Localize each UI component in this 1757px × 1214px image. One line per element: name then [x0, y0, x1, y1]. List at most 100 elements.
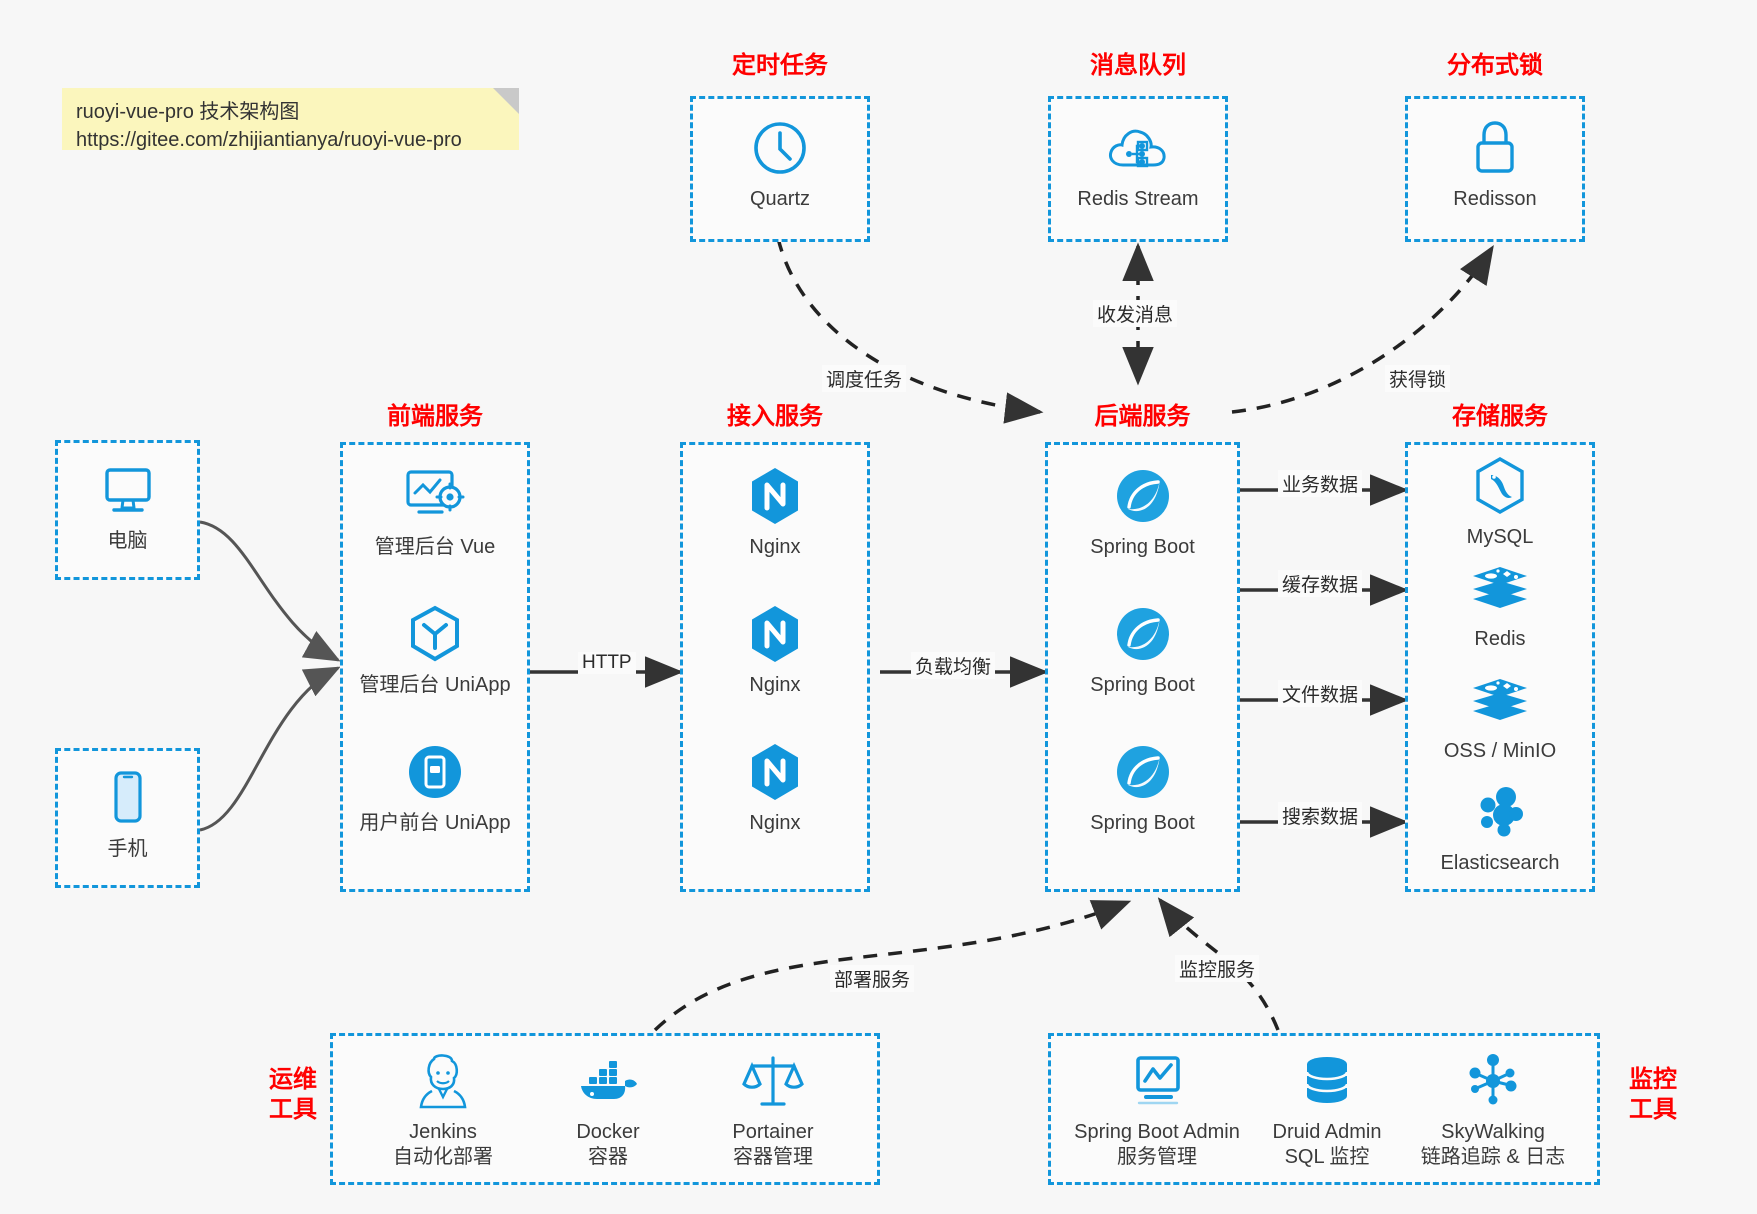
node-label: 管理后台 Vue [374, 536, 496, 558]
group-title-backend: 后端服务 [1094, 403, 1191, 430]
uniapp-cube-icon [343, 603, 527, 665]
node-sublabel: 容器管理 [733, 1146, 813, 1168]
node-redis-stream[interactable]: Redis Stream [1051, 117, 1225, 212]
group-title-scheduled-task: 定时任务 [732, 52, 828, 79]
node-label: Jenkins [409, 1121, 477, 1143]
node-springboot-3[interactable]: Spring Boot [1048, 741, 1237, 836]
nginx-icon [683, 741, 867, 803]
node-quartz[interactable]: Quartz [693, 117, 867, 212]
node-springboot-2[interactable]: Spring Boot [1048, 603, 1237, 698]
group-title-monitor-line1: 监控 [1629, 1066, 1677, 1093]
edge-label-file-data: 文件数据 [1278, 680, 1363, 707]
node-sublabel: 容器 [588, 1146, 628, 1168]
node-redisson[interactable]: Redisson [1408, 117, 1582, 212]
node-label: 用户前台 UniApp [359, 812, 511, 834]
group-title-message-queue: 消息队列 [1090, 52, 1186, 79]
edge-label-acquire-lock: 获得锁 [1385, 365, 1451, 392]
node-label: Spring Boot [1090, 536, 1195, 558]
node-docker[interactable]: Docker 容器 [508, 1050, 708, 1170]
edge-label-cache-data: 缓存数据 [1278, 570, 1363, 597]
node-admin-uniapp[interactable]: 管理后台 UniApp [343, 603, 527, 698]
group-message-queue[interactable]: Redis Stream [1048, 96, 1228, 242]
node-label: SkyWalking [1441, 1121, 1545, 1143]
clock-icon [693, 117, 867, 179]
node-label: 电脑 [107, 530, 148, 552]
node-phone[interactable]: 手机 [58, 767, 197, 862]
group-title-distributed-lock: 分布式锁 [1447, 52, 1543, 79]
oss-icon [1408, 669, 1592, 731]
mobile-icon [58, 767, 197, 829]
skywalking-nodes-icon [1393, 1050, 1593, 1112]
node-sublabel: 服务管理 [1117, 1146, 1197, 1168]
edge-label-schedule-task: 调度任务 [822, 365, 907, 392]
desktop-icon [58, 459, 197, 521]
group-computer[interactable]: 电脑 [55, 440, 200, 580]
node-label: Spring Boot Admin [1074, 1121, 1240, 1143]
group-title-devops-line1: 运维 [269, 1066, 317, 1093]
node-sublabel: 自动化部署 [393, 1146, 493, 1168]
lock-icon [1408, 117, 1582, 179]
spring-boot-icon [1048, 465, 1237, 527]
node-label: Redis [1474, 628, 1526, 650]
monitor-chart-icon [1057, 1050, 1257, 1112]
database-icon [1227, 1050, 1427, 1112]
group-backend[interactable]: Spring Boot Spring Boot Spring Boot [1045, 442, 1240, 892]
group-title-frontend: 前端服务 [387, 403, 483, 430]
group-title-storage: 存储服务 [1452, 403, 1548, 430]
mysql-icon [1408, 455, 1592, 517]
group-title-devops-line2: 工具 [269, 1096, 317, 1123]
group-monitor[interactable]: Spring Boot Admin 服务管理 [1048, 1033, 1600, 1185]
edge-label-send-receive-message: 收发消息 [1093, 300, 1178, 327]
node-elasticsearch[interactable]: Elasticsearch [1408, 781, 1592, 876]
group-devops[interactable]: Jenkins 自动化部署 Docker 容器 [330, 1033, 880, 1185]
node-springboot-1[interactable]: Spring Boot [1048, 465, 1237, 560]
node-label: Spring Boot [1090, 674, 1195, 696]
node-druid-admin[interactable]: Druid Admin SQL 监控 [1227, 1050, 1427, 1170]
edge-label-deploy-service: 部署服务 [830, 965, 915, 992]
node-label: Elasticsearch [1440, 852, 1560, 874]
node-label: Nginx [749, 536, 801, 558]
elasticsearch-icon [1408, 781, 1592, 843]
portainer-scales-icon [673, 1050, 873, 1112]
cloud-network-icon [1051, 117, 1225, 179]
node-redis[interactable]: Redis [1408, 557, 1592, 652]
group-frontend[interactable]: 管理后台 Vue 管理后台 UniApp 用户前台 UniApp [340, 442, 530, 892]
node-sublabel: 链路追踪 & 日志 [1420, 1146, 1566, 1168]
node-mysql[interactable]: MySQL [1408, 455, 1592, 550]
group-phone[interactable]: 手机 [55, 748, 200, 888]
node-portainer[interactable]: Portainer 容器管理 [673, 1050, 873, 1170]
node-jenkins[interactable]: Jenkins 自动化部署 [343, 1050, 543, 1170]
node-sublabel: SQL 监控 [1284, 1146, 1370, 1168]
group-gateway[interactable]: Nginx Nginx Nginx [680, 442, 870, 892]
node-spring-boot-admin[interactable]: Spring Boot Admin 服务管理 [1057, 1050, 1257, 1170]
node-nginx-2[interactable]: Nginx [683, 603, 867, 698]
node-label: OSS / MinIO [1443, 740, 1557, 762]
node-label: Docker [576, 1121, 640, 1143]
group-distributed-lock[interactable]: Redisson [1405, 96, 1585, 242]
node-skywalking[interactable]: SkyWalking 链路追踪 & 日志 [1393, 1050, 1593, 1170]
node-nginx-3[interactable]: Nginx [683, 741, 867, 836]
group-title-monitor: 监控 工具 [1618, 1065, 1688, 1125]
node-label: Quartz [749, 188, 811, 210]
node-label: Nginx [749, 674, 801, 696]
spring-boot-icon [1048, 603, 1237, 665]
node-computer[interactable]: 电脑 [58, 459, 197, 554]
nginx-icon [683, 465, 867, 527]
group-storage[interactable]: MySQL Redis [1405, 442, 1595, 892]
group-title-gateway: 接入服务 [727, 403, 823, 430]
node-nginx-1[interactable]: Nginx [683, 465, 867, 560]
node-label: 手机 [107, 838, 148, 860]
node-oss-minio[interactable]: OSS / MinIO [1408, 669, 1592, 764]
docker-icon [508, 1050, 708, 1112]
node-user-uniapp[interactable]: 用户前台 UniApp [343, 741, 527, 836]
node-label: Nginx [749, 812, 801, 834]
dashboard-gear-icon [343, 465, 527, 527]
edge-label-search-data: 搜索数据 [1278, 802, 1363, 829]
group-scheduled-task[interactable]: Quartz [690, 96, 870, 242]
note-fold-corner [493, 88, 519, 114]
node-admin-vue[interactable]: 管理后台 Vue [343, 465, 527, 560]
node-label: Redisson [1453, 188, 1537, 210]
node-label: 管理后台 UniApp [359, 674, 511, 696]
spring-boot-icon [1048, 741, 1237, 803]
